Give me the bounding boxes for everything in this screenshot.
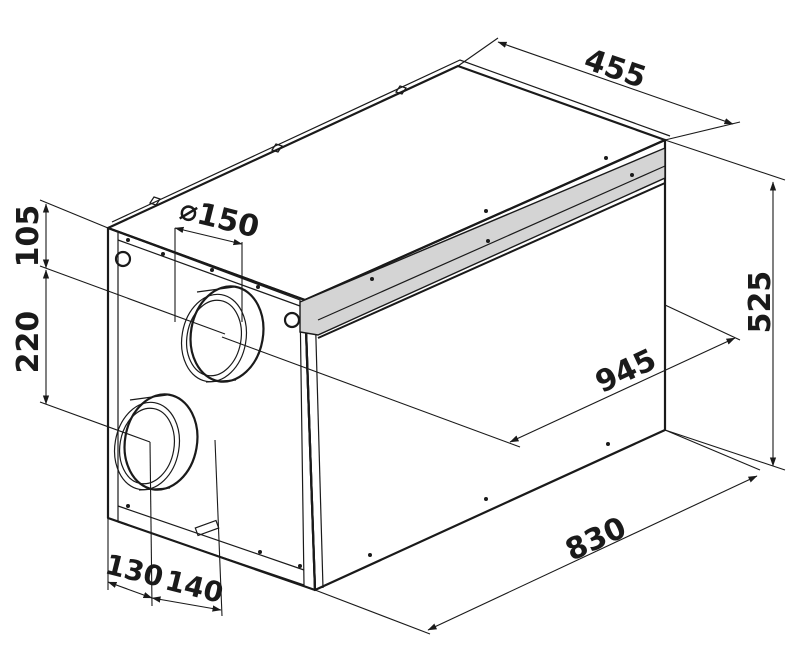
- extension-lines: [39, 37, 786, 635]
- knob-rail: [283, 311, 301, 329]
- dim-line-455: [497, 41, 734, 125]
- top-fitting-2: [271, 143, 283, 153]
- dim-line-830: [427, 475, 758, 631]
- dim-label-830: 830: [560, 510, 632, 568]
- dim-label-455: 455: [580, 42, 651, 95]
- front-frame-bottom-lip: [117, 505, 305, 571]
- dim-label-945: 945: [590, 342, 662, 400]
- dim-label-220: 220: [11, 311, 46, 374]
- corner-edge-inner: [314, 304, 324, 589]
- front-frame-inner: [117, 231, 305, 586]
- dim-label-150: ⌀150: [176, 192, 263, 245]
- screws: [126, 156, 634, 568]
- top-fitting-3: [149, 196, 161, 206]
- upper-duct-spigot: [180, 285, 265, 383]
- knob-front-top: [114, 250, 132, 268]
- top-fitting-1: [395, 85, 407, 95]
- mounting-rail: [299, 146, 666, 336]
- dim-label-140: 140: [162, 564, 227, 610]
- dim-line-945: [509, 337, 736, 443]
- drain-pipe: [194, 519, 220, 537]
- dim-label-525: 525: [743, 271, 778, 334]
- front-frame-top-lip: [117, 239, 301, 307]
- rail-shadow: [317, 182, 666, 339]
- corner-edge: [303, 299, 317, 591]
- dim-line-140: [151, 596, 222, 612]
- rail-edge: [317, 165, 666, 321]
- front-panel: [106, 226, 317, 592]
- dim-label-130: 130: [102, 548, 167, 594]
- dim-label-105: 105: [11, 205, 46, 268]
- dim-line-150: [174, 226, 243, 246]
- lower-duct-spigot: [113, 393, 199, 491]
- dim-line-130: [107, 581, 153, 599]
- dimension-lines: [42, 41, 777, 631]
